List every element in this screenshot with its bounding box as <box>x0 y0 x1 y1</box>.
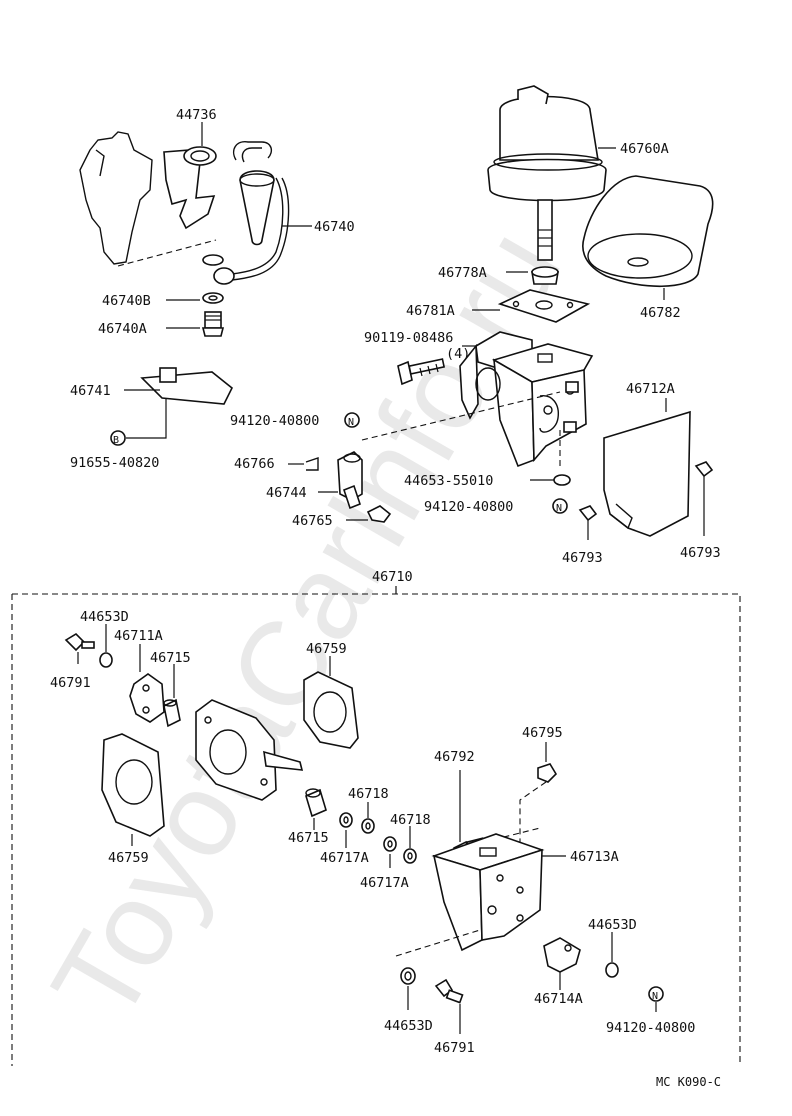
bracket-46713A <box>431 833 545 952</box>
label-94120-40800-b: 94120-40800 <box>424 499 513 515</box>
label-46791-b: 46791 <box>434 1040 475 1056</box>
label-46759-a: 46759 <box>306 641 347 657</box>
nut-46778A <box>531 266 559 285</box>
washer-46717A-a <box>339 812 353 828</box>
nut-46795 <box>537 763 558 783</box>
plate-46741 <box>140 367 234 405</box>
nut-44653D-b <box>605 962 619 978</box>
fitting-46740A <box>201 311 225 337</box>
bolt-46793-b <box>694 461 714 478</box>
nut-44653D-a <box>99 652 113 668</box>
gasket-46759-a <box>303 671 359 749</box>
washer-46740B <box>202 254 224 304</box>
label-46760A: 46760A <box>620 141 669 157</box>
bolt-46791-b <box>434 978 464 1004</box>
pin-46765 <box>366 505 392 523</box>
label-94120-40800-a: 94120-40800 <box>230 413 319 429</box>
nut-symbol-letter-a: N <box>348 417 354 428</box>
label-46759-b: 46759 <box>108 850 149 866</box>
leader-dash-valve <box>117 239 217 267</box>
gasket-46781A <box>497 289 591 323</box>
label-46744: 46744 <box>266 485 307 501</box>
label-44653D-a: 44653D <box>80 609 129 625</box>
hose-46740 <box>213 141 290 285</box>
upper-bracket-assy <box>459 331 594 468</box>
washer-46717A-b <box>383 836 397 852</box>
label-46765: 46765 <box>292 513 333 529</box>
shield-46712A <box>603 410 691 537</box>
label-46740A: 46740A <box>98 321 147 337</box>
cover-46782 <box>582 175 714 288</box>
nut-44653D-c <box>400 967 416 985</box>
label-46778A: 46778A <box>438 265 487 281</box>
label-44736: 44736 <box>176 107 217 123</box>
nut-44653-55010 <box>553 474 571 486</box>
label-91655-40820: 91655-40820 <box>70 455 159 471</box>
label-46740B: 46740B <box>102 293 151 309</box>
bushing-46715-b <box>305 788 327 818</box>
label-46712A: 46712A <box>626 381 675 397</box>
label-46715-b: 46715 <box>288 830 329 846</box>
label-46793-a: 46793 <box>562 550 603 566</box>
leader-dash-bracket-lower <box>395 929 481 957</box>
washer-46718-a <box>361 818 375 834</box>
label-94120-40800-c: 94120-40800 <box>606 1020 695 1036</box>
nut-symbol-letter-b: N <box>556 503 562 514</box>
label-46795: 46795 <box>522 725 563 741</box>
label-46717A-b: 46717A <box>360 875 409 891</box>
label-qty-4: (4) <box>446 346 470 362</box>
nut-94120-mid <box>552 498 568 514</box>
nut-94120-lower <box>648 986 664 1002</box>
leader-dash-bracket <box>361 391 561 441</box>
actuator-46760A <box>487 85 607 261</box>
valve-body-outline <box>79 131 153 265</box>
bolt-46793-a <box>578 505 598 522</box>
label-46741: 46741 <box>70 383 111 399</box>
clip-46766 <box>305 457 319 471</box>
nut-symbol-letter-c: N <box>652 991 658 1002</box>
label-46792: 46792 <box>434 749 475 765</box>
nut-94120-upper <box>344 412 360 428</box>
label-90119-08486: 90119-08486 <box>364 330 453 346</box>
label-46715-a: 46715 <box>150 650 191 666</box>
group-label-46710: 46710 <box>372 569 413 585</box>
label-46714A: 46714A <box>534 991 583 1007</box>
bolt-symbol-letter: B <box>113 435 119 446</box>
leader-91655 <box>126 398 167 439</box>
lever-46744 <box>337 451 363 510</box>
label-46713A: 46713A <box>570 849 619 865</box>
bushing-46715-a <box>163 698 181 728</box>
valve-body-46710 <box>195 699 304 801</box>
label-44653D-c: 44653D <box>384 1018 433 1034</box>
lever-46711A <box>129 673 165 723</box>
label-46740: 46740 <box>314 219 355 235</box>
gasket-46759-b <box>101 733 165 837</box>
label-46791-a: 46791 <box>50 675 91 691</box>
washer-46718-b <box>403 848 417 864</box>
bolt-90119 <box>397 358 446 386</box>
label-46766: 46766 <box>234 456 275 472</box>
label-44653-55010: 44653-55010 <box>404 473 493 489</box>
group-frame-46710 <box>11 593 741 1066</box>
bracket-44736 <box>163 146 217 230</box>
label-46711A: 46711A <box>114 628 163 644</box>
label-46782: 46782 <box>640 305 681 321</box>
label-46718-b: 46718 <box>390 812 431 828</box>
bolt-symbol-icon <box>110 430 126 446</box>
lever-46714A <box>543 937 581 973</box>
label-46793-b: 46793 <box>680 545 721 561</box>
label-46718-a: 46718 <box>348 786 389 802</box>
footer-code: MC K090-C <box>656 1075 721 1089</box>
label-46717A-a: 46717A <box>320 850 369 866</box>
label-46781A: 46781A <box>406 303 455 319</box>
bolt-46791-a <box>64 632 95 652</box>
label-44653D-b: 44653D <box>588 917 637 933</box>
